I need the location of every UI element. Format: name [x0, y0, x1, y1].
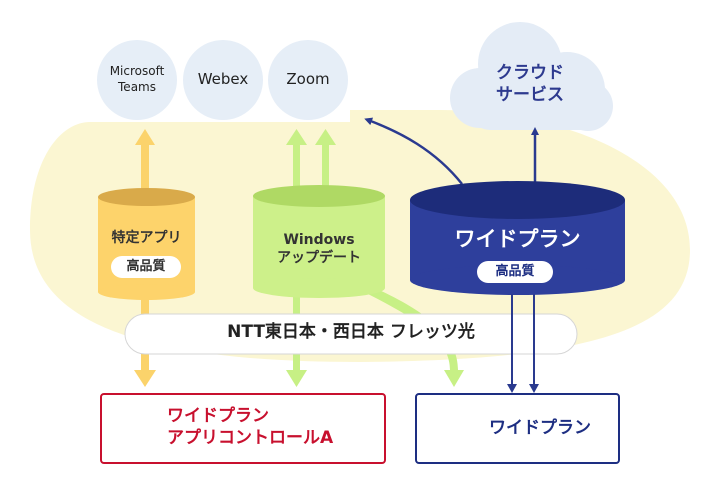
blue-curved-arrow-to-zoom: [364, 117, 463, 185]
zoom-label: Zoom: [286, 70, 330, 88]
network-bar-label: NTT東日本・西日本 フレッツ光: [227, 322, 475, 342]
zoom-circle: [268, 40, 348, 120]
specific-app-label: 特定アプリ: [111, 230, 182, 246]
wide-plan-quality-badge: 高品質: [477, 261, 553, 283]
product-box-wide-plan[interactable]: ワイドプラン: [415, 393, 620, 464]
cylinder-windows-update: [253, 185, 385, 298]
product-app-control-label: ワイドプラン アプリコントロールA: [167, 406, 334, 449]
product-wide-plan-label: ワイドプラン: [489, 418, 591, 438]
product-box-app-control[interactable]: ワイドプラン アプリコントロールA: [100, 393, 386, 464]
webex-circle: [183, 40, 263, 120]
teams-label: Microsoft Teams: [109, 64, 165, 94]
webex-label: Webex: [197, 70, 249, 88]
cloud-service-label: クラウド サービス: [496, 63, 564, 106]
wide-plan-cylinder-label: ワイドプラン: [454, 227, 581, 251]
cloud-shape: [450, 22, 613, 131]
windows-update-label: Windows アップデート: [277, 232, 361, 267]
specific-app-quality-badge: 高品質: [111, 256, 181, 278]
network-bar: [124, 313, 578, 355]
blue-down-arrows: [507, 294, 539, 393]
teams-circle: [97, 40, 177, 120]
